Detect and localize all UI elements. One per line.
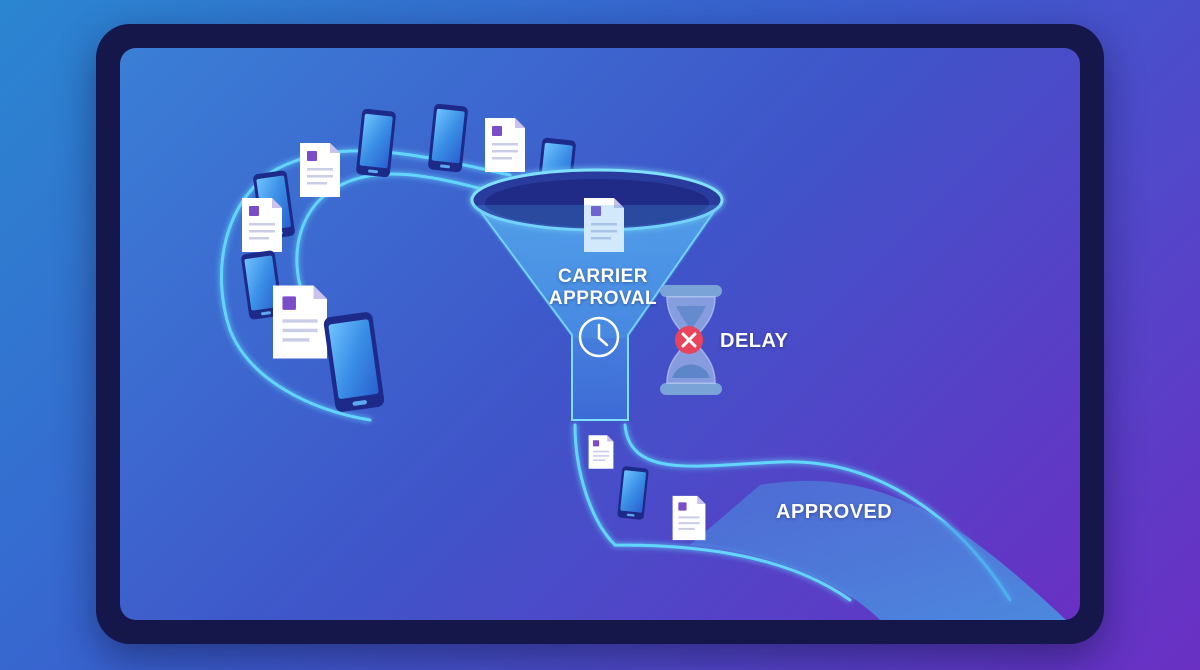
outgoing-items (588, 435, 706, 541)
carrier-approval-label: CARRIER APPROVAL (538, 266, 668, 310)
delay-label: DELAY (720, 330, 789, 352)
document-icon (242, 198, 282, 252)
carrier-approval-funnel (470, 168, 724, 421)
approved-label: APPROVED (776, 501, 893, 523)
document-icon (485, 118, 525, 172)
document-icon (300, 143, 340, 197)
document-icon (273, 285, 327, 359)
smartphone-icon (322, 311, 386, 413)
carrier-label-line1: CARRIER (557, 266, 649, 287)
smartphone-icon (427, 103, 469, 173)
carrier-label-line2: APPROVAL (548, 288, 658, 309)
document-icon (588, 435, 614, 469)
document-icon (672, 495, 706, 541)
approved-river (690, 480, 1066, 620)
smartphone-icon (355, 108, 397, 178)
error-x-icon (675, 326, 703, 354)
clock-icon (578, 316, 620, 358)
smartphone-icon (617, 466, 649, 520)
